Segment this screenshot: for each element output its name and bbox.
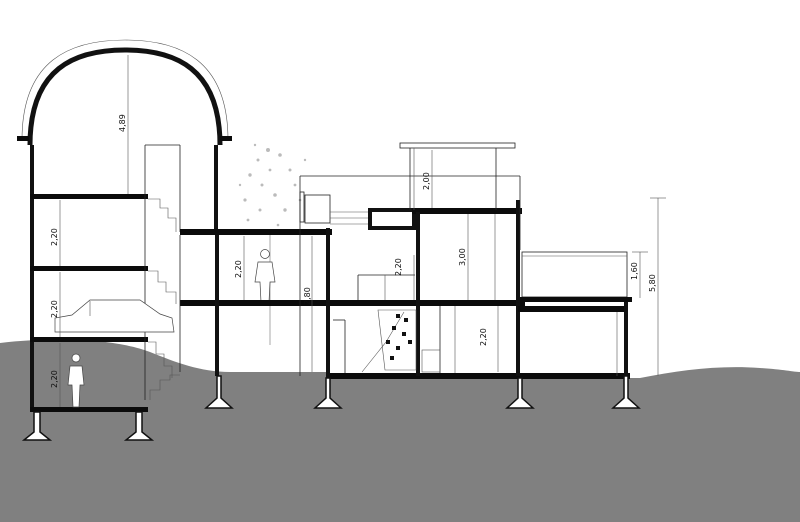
middle-block bbox=[179, 175, 630, 379]
dim-vault-height: 4,89 bbox=[118, 114, 127, 132]
dim-tower-floor-2: 2,20 bbox=[50, 300, 59, 318]
ground-mass bbox=[0, 339, 800, 522]
right-terrace bbox=[518, 251, 632, 376]
dim-tower-floor-1: 2,20 bbox=[50, 370, 59, 388]
person-figure-middle bbox=[254, 249, 276, 303]
person-figure-lower bbox=[67, 353, 85, 408]
dim-terrace-rail: 1,60 bbox=[630, 262, 639, 280]
dim-tower-floor-3: 2,20 bbox=[50, 228, 59, 246]
tree bbox=[238, 143, 307, 345]
tower bbox=[17, 39, 232, 412]
window-pattern bbox=[377, 309, 417, 371]
dim-right-upper-short: 2,20 bbox=[394, 258, 403, 276]
pergola bbox=[399, 142, 516, 210]
dim-right-lower: 2,20 bbox=[479, 328, 488, 346]
dim-pergola: 2,00 bbox=[422, 172, 431, 190]
dim-overall-right: 5,80 bbox=[648, 274, 657, 292]
dimension-lines bbox=[59, 70, 666, 407]
dim-middle-upper: 2,20 bbox=[234, 260, 243, 278]
dim-middle-lower: 2,80 bbox=[303, 287, 312, 305]
dim-right-tall: 3,00 bbox=[458, 248, 467, 266]
footings bbox=[21, 375, 641, 441]
car bbox=[54, 299, 175, 333]
